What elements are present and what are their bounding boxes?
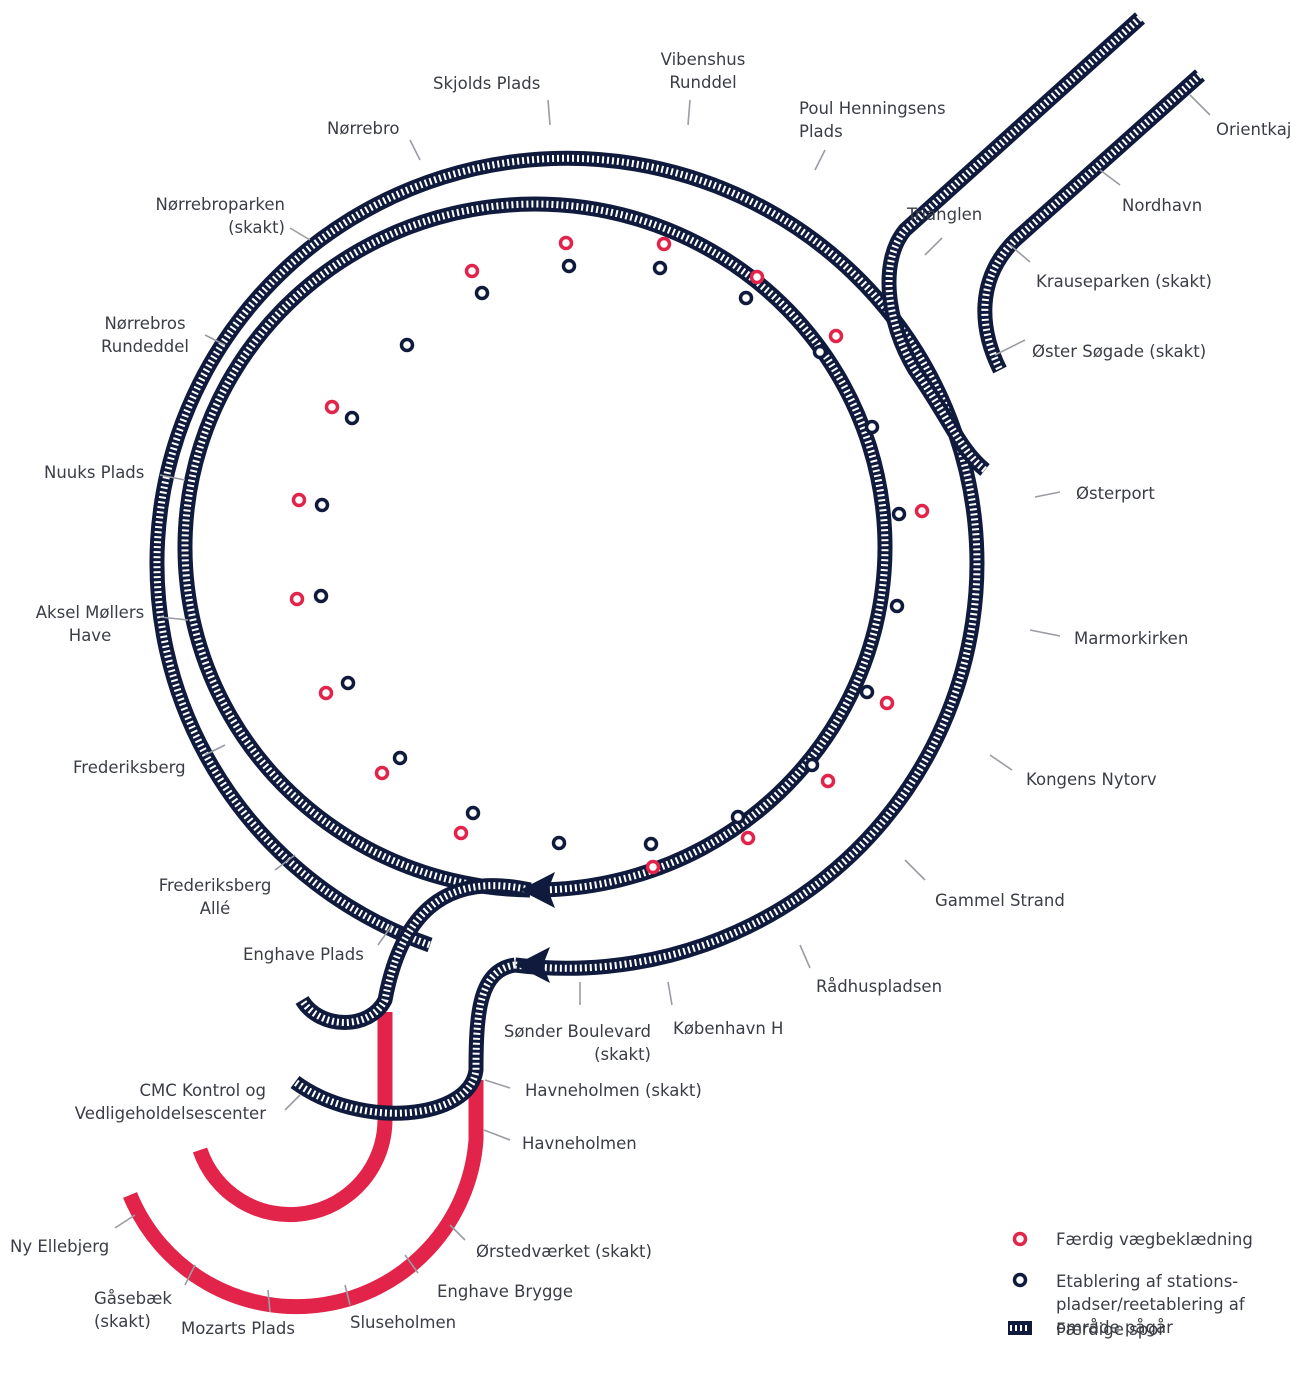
status-circle-blue: [399, 337, 415, 353]
station-label-norrebroparken: Nørrebroparken (skakt): [155, 195, 285, 237]
legend-track-label: Færdige spor: [1056, 1320, 1166, 1339]
station-label-skjolds-plads: Skjolds Plads: [433, 74, 541, 93]
station-label-norrebro: Nørrebro: [327, 119, 400, 138]
status-circle-red: [749, 269, 765, 285]
station-label-vibenshus-runddel: Vibenshus Runddel: [660, 50, 746, 92]
station-label-frederiksberg: Frederiksberg: [73, 758, 186, 777]
legend-red-circle-label: Færdig vægbeklædning: [1056, 1230, 1253, 1249]
status-circle-blue: [859, 684, 875, 700]
status-circle-blue: [313, 588, 329, 604]
status-circle-red: [828, 328, 844, 344]
direction-arrow-outer: [515, 947, 550, 983]
station-label-enghave-plads: Enghave Plads: [243, 945, 364, 964]
status-circle-blue: [561, 258, 577, 274]
red-line-inner: [192, 1012, 393, 1223]
station-label-poul-henningsens-plads: Poul Henningsens Plads: [799, 99, 946, 141]
outer-ring-track: [149, 150, 985, 976]
status-circle-red: [820, 773, 836, 789]
direction-arrow-inner: [520, 872, 555, 908]
status-circle-red: [453, 825, 469, 841]
station-label-mozarts-plads: Mozarts Plads: [181, 1319, 295, 1338]
status-circle-blue: [392, 750, 408, 766]
station-label-sluseholmen: Sluseholmen: [350, 1313, 457, 1332]
station-label-trianglen: Trianglen: [907, 205, 983, 224]
station-label-frederiksberg-alle: Frederiksberg Allé: [158, 876, 272, 918]
station-label-enghave-brygge: Enghave Brygge: [437, 1282, 574, 1301]
inner-ring-track: [177, 196, 893, 898]
legend-blue-circle-icon: [1012, 1272, 1028, 1288]
station-label-ny-ellebjerg: Ny Ellebjerg: [10, 1237, 110, 1256]
status-circle-red: [291, 492, 307, 508]
status-circle-blue: [551, 835, 567, 851]
status-circle-red: [740, 830, 756, 846]
status-circle-blue: [891, 506, 907, 522]
finished-tracks: [149, 12, 1205, 1121]
station-label-havneholmen: Havneholmen: [522, 1134, 637, 1153]
station-label-orstedvarket: Ørstedværket (skakt): [476, 1242, 652, 1261]
station-label-havneholmen-skakt: Havneholmen (skakt): [525, 1081, 702, 1100]
status-circle-red: [464, 263, 480, 279]
station-label-cmc: CMC Kontrol og Vedligeholdelsescenter: [74, 1081, 266, 1123]
station-label-orientkaj: Orientkaj: [1216, 120, 1292, 139]
station-label-radhuspladsen: Rådhuspladsen: [816, 977, 943, 996]
status-circle-red: [879, 695, 895, 711]
station-label-gammel-strand: Gammel Strand: [935, 891, 1065, 910]
status-circle-red: [324, 399, 340, 415]
status-circle-blue: [812, 344, 828, 360]
station-label-norrebros-runddel: Nørrebros Rundeddel: [101, 314, 189, 356]
station-label-kongens-nytorv: Kongens Nytorv: [1026, 770, 1157, 789]
legend-blue-circle-label: Etablering af stations- pladser/reetable…: [1056, 1272, 1245, 1337]
station-label-oster-sogade: Øster Søgade (skakt): [1032, 342, 1207, 361]
station-label-nuuks-plads: Nuuks Plads: [44, 463, 145, 482]
status-circle-blue: [643, 836, 659, 852]
red-line-outer: [123, 1080, 484, 1315]
label-leaders: [114, 94, 1211, 1313]
sydhavn-lines: [123, 1012, 484, 1315]
status-circle-blue: [804, 757, 820, 773]
station-label-marmorkirken: Marmorkirken: [1074, 629, 1189, 648]
status-circle-blue: [465, 805, 481, 821]
station-markers: [289, 235, 930, 875]
status-circle-red: [374, 765, 390, 781]
status-circle-red: [656, 236, 672, 252]
station-label-aksel-mollers-have: Aksel Møllers Have: [35, 603, 145, 645]
status-circle-red: [645, 859, 661, 875]
status-circle-blue: [652, 260, 668, 276]
status-circle-blue: [474, 285, 490, 301]
legend-track-icon: [1008, 1321, 1032, 1335]
station-label-gasebaek: Gåsebæk (skakt): [94, 1289, 172, 1331]
status-circle-red: [289, 591, 305, 607]
station-label-krauseparken: Krauseparken (skakt): [1036, 272, 1212, 291]
status-circle-red: [558, 235, 574, 251]
station-label-osterport: Østerport: [1076, 484, 1155, 503]
status-circle-blue: [340, 675, 356, 691]
station-label-nordhavn: Nordhavn: [1122, 196, 1203, 215]
status-circle-blue: [889, 598, 905, 614]
station-label-kobenhavn-h: København H: [673, 1019, 784, 1038]
status-circle-red: [914, 503, 930, 519]
status-circle-blue: [738, 290, 754, 306]
status-circle-red: [318, 685, 334, 701]
status-circle-blue: [730, 809, 746, 825]
status-circle-blue: [314, 497, 330, 513]
legend-red-circle-icon: [1012, 1231, 1028, 1247]
status-circle-blue: [344, 410, 360, 426]
station-label-sonder-boulevard: Sønder Boulevard (skakt): [503, 1022, 651, 1064]
status-circle-blue: [864, 419, 880, 435]
